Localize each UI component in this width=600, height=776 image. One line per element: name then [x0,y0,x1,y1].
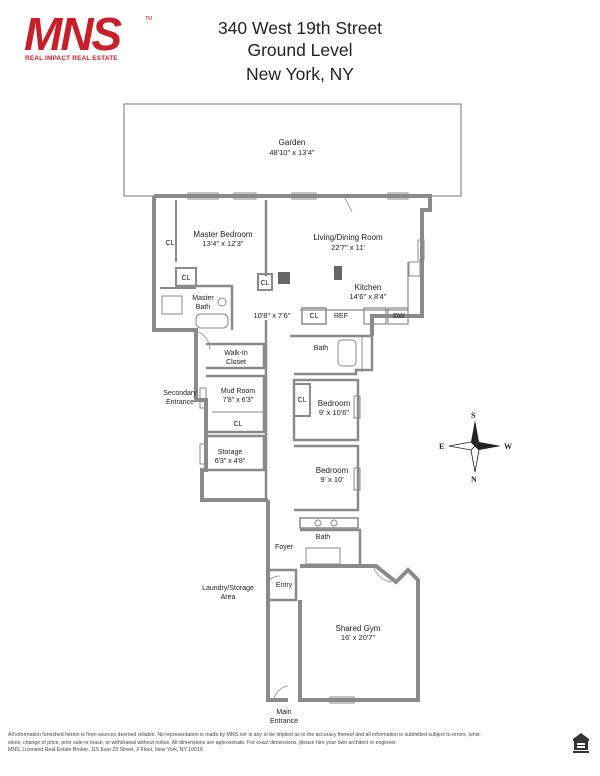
bath-upper-name: Bath [314,345,329,352]
closet-label: CL [310,313,319,320]
garden-dims: 48'10" x 13'4" [269,148,315,157]
ref-label: REF [334,313,348,320]
dw-label: DW [393,313,405,320]
master-bath-name2: Bath [196,304,211,311]
disclaimer-line: sions, change of price, prior sale or le… [8,739,397,746]
main-entrance-name2: Entrance [270,718,298,725]
svg-text:MNS: MNS [24,14,123,54]
disclaimer-line: MNS, Licensed Real Estate Broker. 115 Ea… [8,747,203,754]
compass-e: E [439,442,444,451]
secondary-entrance-name: Secondary [163,390,197,397]
walk-in-closet-name: Walk-In [224,350,248,357]
secondary-entrance-name2: Entrance [166,399,194,406]
disclaimer: All information furnished herein is from… [8,732,556,755]
logo-tagline: REAL IMPACT REAL ESTATE [25,55,118,62]
living-dining-name: Living/Dining Room [313,233,383,242]
hall-dims: 10'8" x 7'6" [254,311,291,320]
entry-name: Entry [276,582,293,589]
closet-label: CL [182,275,191,282]
bedroom-1-name: Bedroom [318,399,351,408]
shared-gym-name: Shared Gym [336,624,381,633]
storage-dims: 6'3" x 4'8" [215,458,246,465]
walk-in-closet-name2: Closet [226,359,246,366]
closet-label: CL [298,397,307,404]
storage-name: Storage [218,449,243,456]
disclaimer-line: All information furnished herein is from… [8,732,482,738]
living-dining-dims: 22'7" x 11' [331,243,365,252]
laundry-name2: Area [221,594,236,601]
floor-plan: Garden 48'10" x 13'4" Master Bedroom 13'… [123,103,512,725]
bath-lower-name: Bath [316,534,331,541]
compass-n: N [471,475,477,484]
main-entrance-name: Main [276,709,291,716]
compass-w: W [504,442,512,451]
closet-label: CL [166,240,175,247]
address-title: 340 West 19th Street [217,18,383,38]
bedroom-2-dims: 9' x 10' [320,475,344,484]
garden-name: Garden [279,138,306,147]
closet-label: CL [234,421,243,428]
compass-s: S [471,411,476,420]
master-bedroom-name: Master Bedroom [193,230,252,239]
mns-logo: MNS TM REAL IMPACT REAL ESTATE [24,14,154,64]
kitchen-dims: 14'6" x 8'4" [350,292,387,301]
master-bath-name: Master [192,295,214,302]
equal-housing-icon [573,733,589,753]
logo-trademark: TM [145,16,153,22]
exterior-wall-upper [154,194,432,336]
shared-gym-dims: 16' x 20'7" [341,633,376,642]
bedroom-1-dims: 9' x 10'6" [319,408,349,417]
foyer-name: Foyer [275,544,294,551]
mns-logo-mark: MNS [24,14,125,54]
city-title: New York, NY [246,64,354,84]
laundry-name: Laundry/Storage [202,585,254,592]
bedroom-2-name: Bedroom [316,466,349,475]
master-bedroom-dims: 13'4" x 12'3" [202,239,243,248]
kitchen-name: Kitchen [355,283,382,292]
mud-room-dims: 7'8" x 6'3" [223,397,254,404]
level-title: Ground Level [247,40,353,60]
mud-room-name: Mud Room [221,388,255,395]
closet-label: CL [261,280,270,287]
compass-rose: S N E W [439,411,512,484]
